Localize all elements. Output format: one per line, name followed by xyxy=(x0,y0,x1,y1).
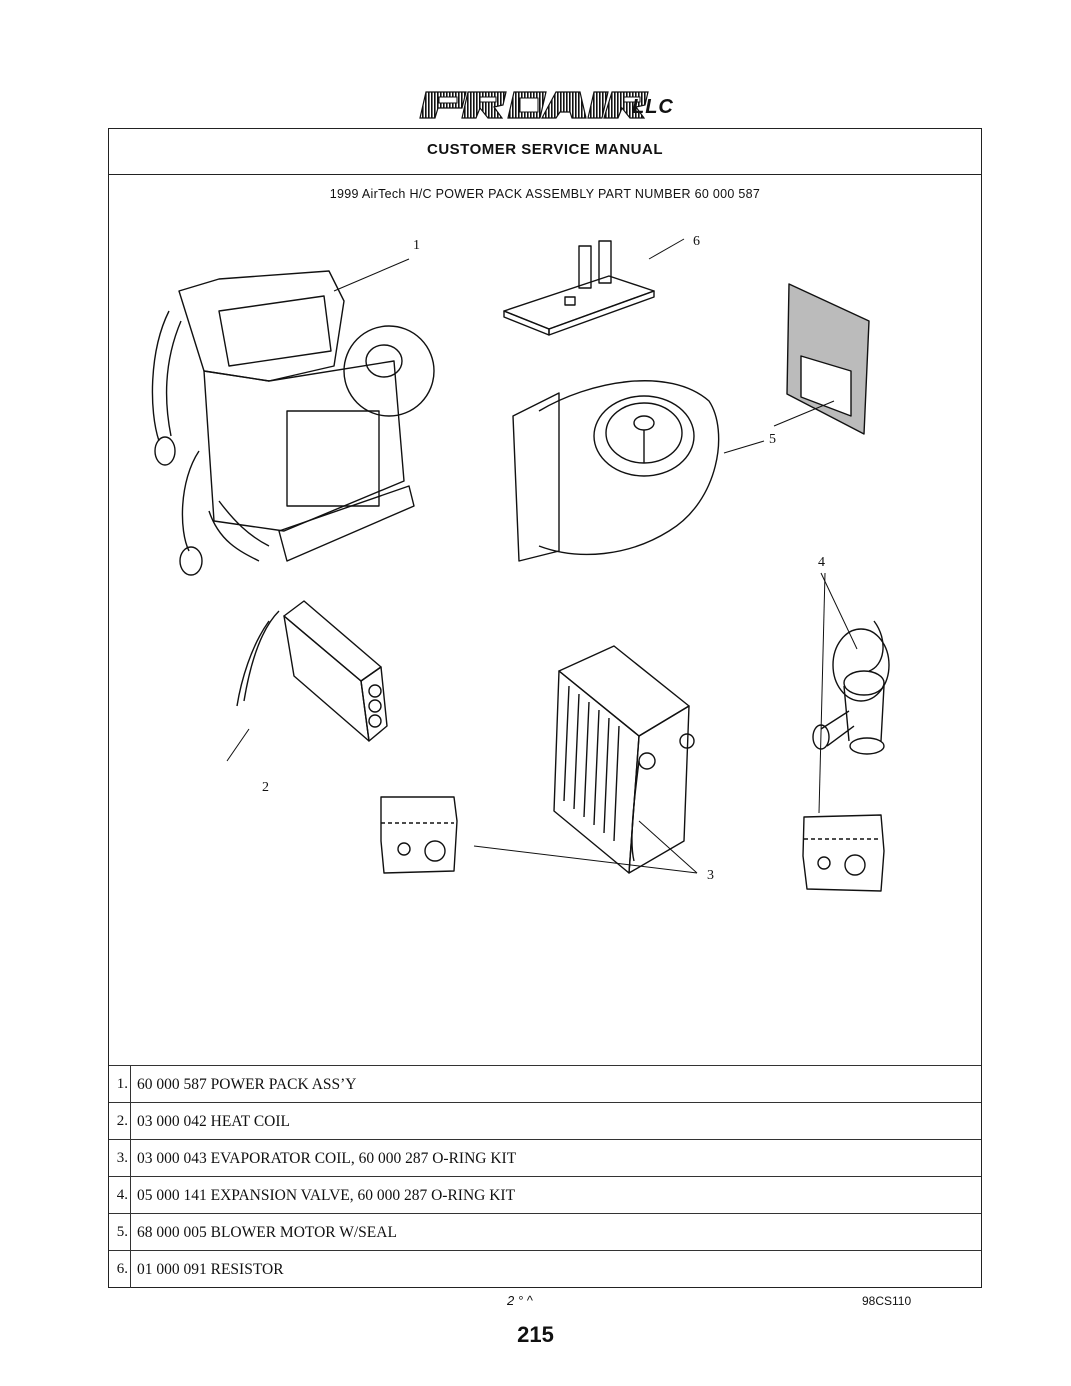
blower-drawing xyxy=(512,380,720,562)
parts-row: 3. 03 000 043 EVAPORATOR COIL, 60 000 28… xyxy=(109,1139,981,1177)
part-index: 6. xyxy=(109,1251,131,1288)
assembly-caption: 1999 AirTech H/C POWER PACK ASSEMBLY PAR… xyxy=(329,187,761,201)
part-description: 05 000 141 EXPANSION VALVE, 60 000 287 O… xyxy=(137,1187,516,1204)
expansion-valve-drawing xyxy=(812,620,890,755)
leader-lines xyxy=(226,238,858,874)
parts-list: 1. 60 000 587 POWER PACK ASS’Y 2. 03 000… xyxy=(109,1065,981,1288)
page-number: 215 xyxy=(517,1322,554,1347)
callout-4: 4 xyxy=(818,555,825,570)
document-code: 98CS110 xyxy=(862,1294,912,1308)
oring-kit-bag-right xyxy=(802,814,885,892)
parts-illustration: 1 6 5 4 2 3 xyxy=(151,234,890,892)
part-index: 2. xyxy=(109,1103,131,1140)
part-description: 03 000 042 HEAT COIL xyxy=(137,1113,290,1130)
parts-row: 6. 01 000 091 RESISTOR xyxy=(109,1250,981,1288)
proair-logo xyxy=(419,91,649,119)
header-band: CUSTOMER SERVICE MANUAL xyxy=(109,129,981,175)
manual-title: CUSTOMER SERVICE MANUAL xyxy=(427,141,663,158)
callout-1: 1 xyxy=(413,238,420,253)
seal-gasket-drawing xyxy=(786,283,870,435)
oring-kit-bag-left xyxy=(380,796,458,874)
logo-suffix: LLC xyxy=(632,96,674,118)
heat-coil-drawing xyxy=(236,600,388,742)
resistor-drawing xyxy=(503,240,655,336)
callout-5: 5 xyxy=(769,432,776,447)
part-index: 3. xyxy=(109,1140,131,1177)
callout-6: 6 xyxy=(693,234,700,249)
parts-row: 4. 05 000 141 EXPANSION VALVE, 60 000 28… xyxy=(109,1176,981,1214)
parts-row: 2. 03 000 042 HEAT COIL xyxy=(109,1102,981,1140)
part-description: 01 000 091 RESISTOR xyxy=(137,1261,284,1278)
part-description: 03 000 043 EVAPORATOR COIL, 60 000 287 O… xyxy=(137,1150,517,1167)
callout-2: 2 xyxy=(262,780,269,795)
part-index: 1. xyxy=(109,1066,131,1103)
parts-row: 1. 60 000 587 POWER PACK ASS’Y xyxy=(109,1065,981,1103)
evaporator-coil-drawing xyxy=(553,645,695,874)
parts-row: 5. 68 000 005 BLOWER MOTOR W/SEAL xyxy=(109,1213,981,1251)
power-pack-drawing xyxy=(151,270,435,576)
part-index: 5. xyxy=(109,1214,131,1251)
footer-mark: 2 ° ^ xyxy=(507,1293,533,1308)
part-description: 60 000 587 POWER PACK ASS’Y xyxy=(137,1076,357,1093)
part-description: 68 000 005 BLOWER MOTOR W/SEAL xyxy=(137,1224,397,1241)
part-index: 4. xyxy=(109,1177,131,1214)
callout-3: 3 xyxy=(707,868,714,883)
manual-page-frame: CUSTOMER SERVICE MANUAL 1999 AirTech H/C… xyxy=(108,128,982,1288)
